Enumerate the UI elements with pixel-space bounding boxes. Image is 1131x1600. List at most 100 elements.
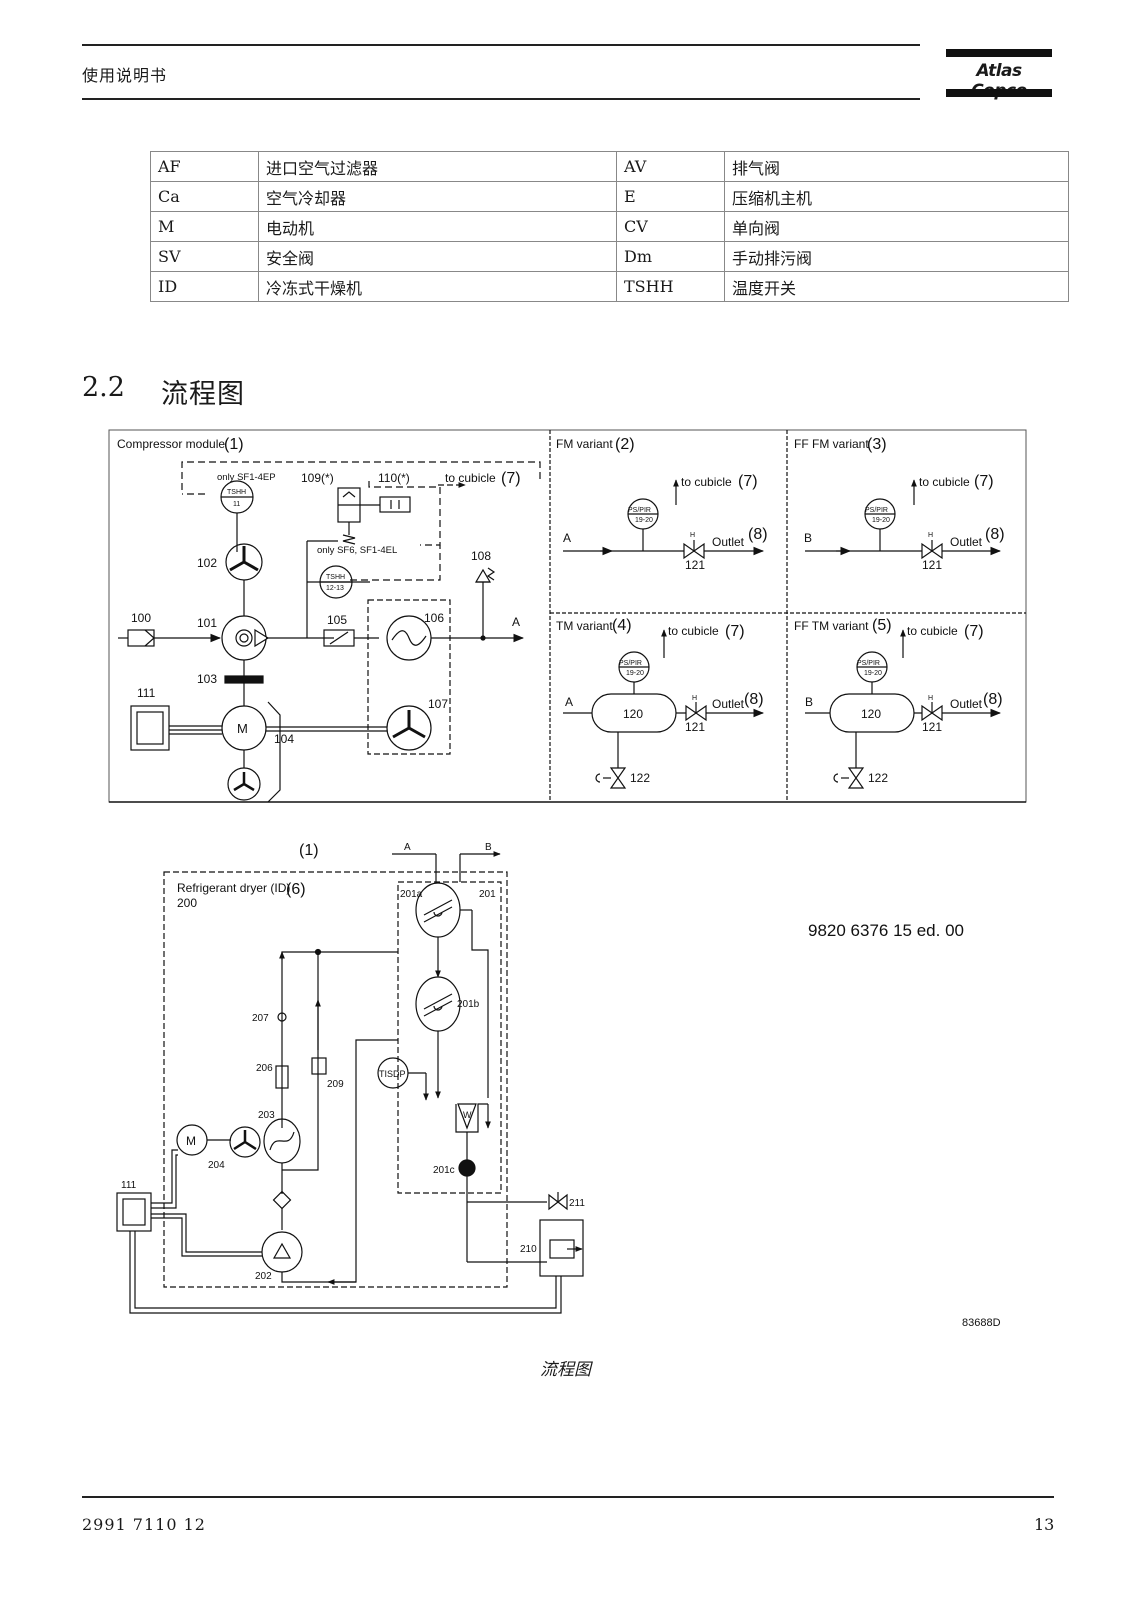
- fm-label-121: 121: [685, 558, 705, 572]
- dryer-filter: [272, 1190, 292, 1210]
- silencer-110: [379, 496, 411, 513]
- fm-to-cubicle: to cubicle: [681, 475, 732, 489]
- dryer-controller-111: [116, 1192, 152, 1232]
- tm-outlet-num: (8): [744, 691, 764, 708]
- table-cell: AF: [150, 151, 259, 182]
- dryer-label-111: 111: [121, 1180, 137, 1191]
- dryer-label-201a: 201a: [400, 889, 423, 900]
- tshh-12-13-label: TSHH: [326, 574, 345, 581]
- label-111: 111: [137, 686, 156, 700]
- fffm-outlet-num: (8): [985, 526, 1005, 543]
- fffm-to-cubicle-num: (7): [974, 473, 994, 490]
- fffm-pspir-num: 19-20: [872, 517, 890, 524]
- heat-exchanger-201b: [415, 976, 461, 1032]
- dryer-label-206: 206: [256, 1063, 273, 1074]
- section-title: 流程图: [161, 379, 245, 410]
- table-cell: 排气阀: [724, 151, 1069, 182]
- dryer-label-201c: 201c: [433, 1165, 455, 1176]
- fffm-to-cubicle: to cubicle: [919, 475, 970, 489]
- tshh-12-13-number: 12-13: [326, 585, 344, 592]
- fm-inlet-label: A: [563, 531, 571, 545]
- valve-209: [311, 1057, 327, 1075]
- fftm-title-num: (5): [872, 617, 892, 634]
- fm-title: FM variant: [556, 437, 613, 451]
- fftm-to-cubicle: to cubicle: [907, 624, 958, 638]
- table-cell: 单向阀: [724, 211, 1069, 242]
- label-107: 107: [428, 697, 448, 711]
- sensor-207: [277, 1012, 287, 1022]
- filter-206: [275, 1065, 289, 1089]
- dryer-label-202: 202: [255, 1271, 272, 1282]
- dryer-label-200: 200: [177, 896, 197, 910]
- dryer-title-num: (6): [286, 881, 306, 898]
- table-cell: ID: [150, 271, 259, 302]
- table-cell: 空气冷却器: [258, 181, 617, 212]
- tm-pspir-num: 19-20: [626, 670, 644, 677]
- tshh-11-label: TSHH: [227, 489, 246, 496]
- fftm-outlet: Outlet: [950, 697, 983, 711]
- fftm-drain-valve-122: [847, 767, 865, 789]
- to-cubicle-label: to cubicle: [445, 471, 496, 485]
- only-sf1-4ep-label: only SF1-4EP: [217, 472, 276, 483]
- table-cell: 温度开关: [724, 271, 1069, 302]
- fftm-label-122: 122: [868, 771, 888, 785]
- label-100: 100: [131, 611, 151, 625]
- tisdp-label: TISDP: [379, 1069, 406, 1079]
- tm-h: H: [692, 695, 697, 702]
- fftm-label-121: 121: [922, 720, 942, 734]
- tm-label-122: 122: [630, 771, 650, 785]
- cooling-fan-107: [386, 705, 432, 751]
- fm-to-cubicle-num: (7): [738, 473, 758, 490]
- label-108: 108: [471, 549, 491, 563]
- fm-h: H: [690, 532, 695, 539]
- figure-caption: 流程图: [540, 1360, 591, 1380]
- footer-doc-number: 2991 7110 12: [82, 1515, 206, 1534]
- tm-outlet: Outlet: [712, 697, 745, 711]
- fftm-label-120: 120: [861, 707, 881, 721]
- dryer-top-num: (1): [299, 842, 319, 859]
- fffm-title-num: (3): [867, 436, 887, 453]
- header-title: 使用说明书: [82, 66, 168, 85]
- table-cell: 手动排污阀: [724, 241, 1069, 272]
- fffm-title: FF FM variant: [794, 437, 869, 451]
- page-number: 13: [1034, 1515, 1055, 1534]
- fffm-h: H: [928, 532, 933, 539]
- table-cell: 进口空气过滤器: [258, 151, 617, 182]
- label-110: 110(*): [378, 471, 410, 485]
- fftm-title: FF TM variant: [794, 619, 869, 633]
- tm-label-121: 121: [685, 720, 705, 734]
- document-reference: 9820 6376 15 ed. 00: [808, 921, 964, 940]
- tm-label-120: 120: [623, 707, 643, 721]
- to-cubicle-num: (7): [501, 470, 521, 487]
- fm-outlet-num: (8): [748, 526, 768, 543]
- dryer-label-204: 204: [208, 1160, 225, 1171]
- dryer-a-label: A: [404, 842, 411, 853]
- fm-pspir: PS/PIR: [628, 507, 651, 514]
- tm-inlet-label: A: [565, 695, 573, 709]
- table-cell: Dm: [616, 241, 725, 272]
- table-cell: Ca: [150, 181, 259, 212]
- figure-code: 83688D: [962, 1317, 1001, 1329]
- dryer-label-211: 211: [569, 1198, 585, 1209]
- heat-exchanger-201a: [415, 882, 461, 938]
- label-104: 104: [274, 732, 294, 746]
- section-number: 2.2: [82, 372, 125, 403]
- fffm-outlet: Outlet: [950, 535, 983, 549]
- tm-pspir: PS/PIR: [619, 660, 642, 667]
- tm-to-cubicle: to cubicle: [668, 624, 719, 638]
- compressor-title: Compressor module: [117, 437, 225, 451]
- fftm-pspir-num: 19-20: [864, 670, 882, 677]
- dryer-housing: [163, 871, 508, 1288]
- dryer-label-201: 201: [479, 889, 496, 900]
- label-105: 105: [327, 613, 347, 627]
- condenser-fan-204: [229, 1126, 261, 1158]
- dryer-motor-label: M: [186, 1134, 196, 1148]
- drain-201c: [458, 1159, 476, 1177]
- dryer-label-201b: 201b: [457, 999, 480, 1010]
